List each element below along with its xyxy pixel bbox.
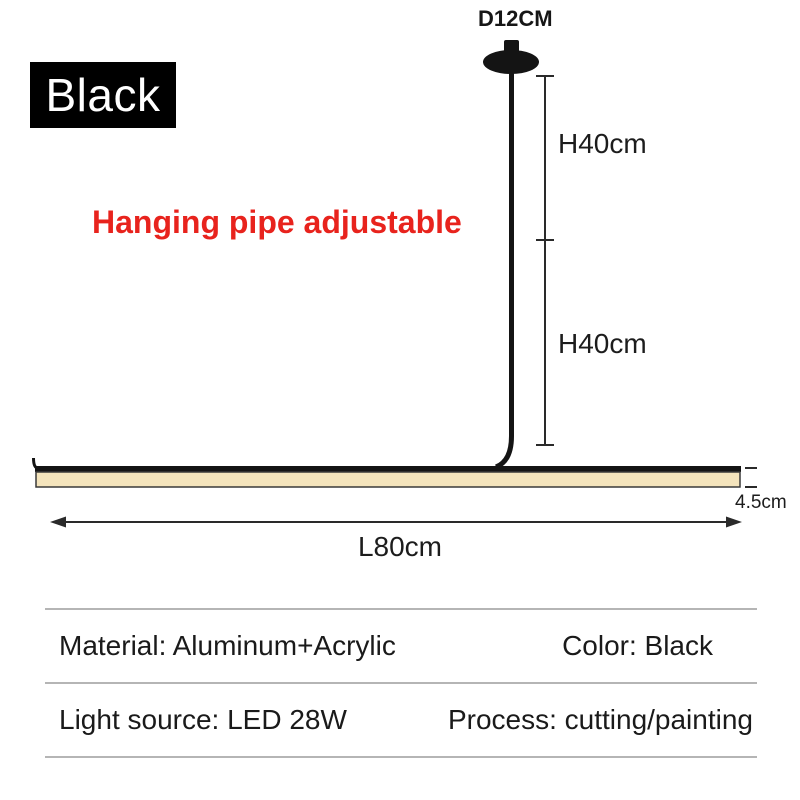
lamp-bar-frame [35, 466, 741, 472]
color-badge: Black [30, 62, 176, 128]
length-dimension-line [50, 516, 742, 528]
spec-row-material-color: Material: Aluminum+Acrylic Color: Black [45, 608, 757, 682]
thickness-ticks [745, 467, 757, 488]
spec-process: Process: cutting/painting [447, 704, 753, 735]
bar-thickness-label: 4.5cm [735, 492, 787, 513]
upper-drop-label: H40cm [558, 128, 647, 159]
canopy-diameter-label: D12CM [478, 6, 553, 31]
bar-length-label: L80cm [357, 531, 443, 562]
spec-table: Material: Aluminum+Acrylic Color: Black … [45, 608, 757, 758]
adjustable-note: Hanging pipe adjustable [92, 204, 462, 240]
lower-drop-label: H40cm [558, 328, 647, 359]
spec-material: Material: Aluminum+Acrylic [59, 630, 396, 661]
spec-light-source: Light source: LED 28W [59, 704, 347, 735]
height-dimension-line [536, 75, 554, 446]
spec-color: Color: Black [562, 630, 713, 661]
hanging-rod [494, 62, 514, 470]
spec-row-light-process: Light source: LED 28W Process: cutting/p… [45, 682, 757, 758]
lamp-bar-diffuser [35, 471, 741, 488]
